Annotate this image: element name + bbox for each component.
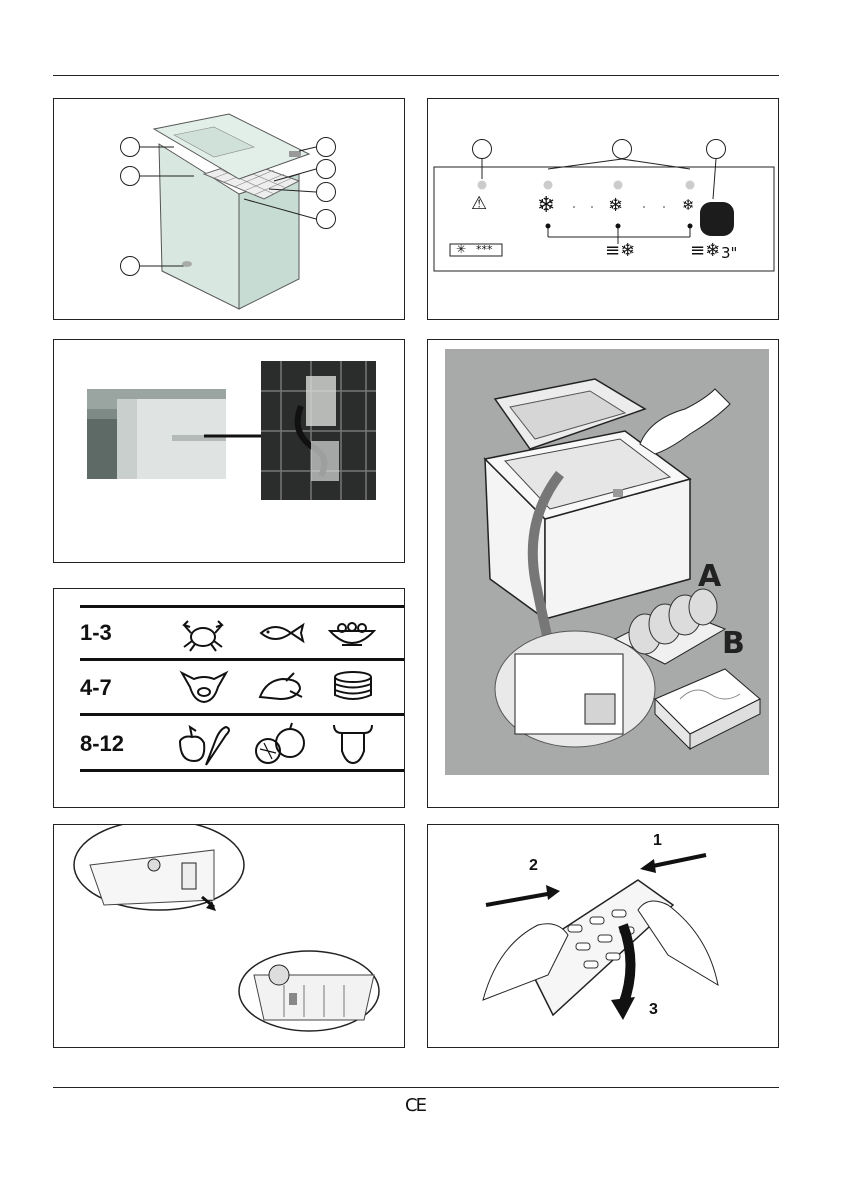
fast-freeze-duration: 3" [721, 244, 737, 262]
basket-removal-panel: 1 2 3 [427, 824, 779, 1048]
warning-icon: ⚠ [471, 193, 487, 214]
ce-mark: CE [405, 1095, 425, 1116]
row-label-months: 1-3 [80, 620, 112, 646]
poultry-icon [256, 671, 306, 703]
table-rule [80, 658, 405, 661]
snowflake-icon: ✳ [456, 242, 466, 256]
callout-marker [316, 159, 336, 179]
snowflake-icon: ❄ [608, 195, 623, 216]
bottom-rule [53, 1087, 779, 1088]
callout-marker [316, 182, 336, 202]
food-storage-illustration-panel: A B [427, 339, 779, 808]
freezer-parts-panel [53, 98, 405, 320]
step-number: 1 [653, 832, 662, 850]
row-label-months: 8-12 [80, 731, 124, 757]
callout-marker [120, 166, 140, 186]
fruit-icon [252, 719, 310, 767]
star-rating: *** [476, 243, 493, 256]
table-rule [80, 605, 405, 608]
callout-marker [316, 209, 336, 229]
chest-freezer-illustration [54, 99, 405, 320]
vegetables-icon [176, 721, 234, 767]
callout-marker [472, 139, 492, 159]
crab-icon [180, 615, 226, 653]
label-b: B [722, 626, 745, 661]
top-rule [53, 75, 779, 76]
fast-freeze-icon: ≡❄ [605, 240, 635, 261]
row-label-months: 4-7 [80, 675, 112, 701]
fast-freeze-icon: ≡❄ [690, 240, 720, 261]
control-panel-diagram: ⚠ ❄ ❄ ❄ ≡❄ ≡❄ 3" ✳ *** [427, 98, 779, 320]
drain-plug-illustration [54, 825, 405, 1048]
step-number: 2 [529, 857, 538, 875]
step-number: 3 [649, 1001, 658, 1019]
cow-icon [328, 721, 378, 765]
callout-marker [316, 137, 336, 157]
fish-icon [257, 619, 305, 647]
bowl-icon [326, 621, 378, 649]
installation-photo-panel [53, 339, 405, 563]
condenser-photo [261, 361, 376, 500]
pig-icon [178, 669, 230, 705]
snowflake-icon: ❄ [682, 196, 695, 214]
basket-removal-illustration [428, 825, 779, 1048]
drain-plug-panel [53, 824, 405, 1048]
callout-marker [120, 137, 140, 157]
snowflake-icon: ❄ [537, 193, 555, 218]
table-rule [80, 769, 405, 772]
callout-marker [120, 256, 140, 276]
table-rule [80, 713, 405, 716]
label-a: A [698, 559, 721, 594]
food-storage-table: 1-3 4-7 8-12 [53, 588, 405, 808]
cake-icon [330, 669, 376, 703]
callout-marker [612, 139, 632, 159]
callout-marker [706, 139, 726, 159]
